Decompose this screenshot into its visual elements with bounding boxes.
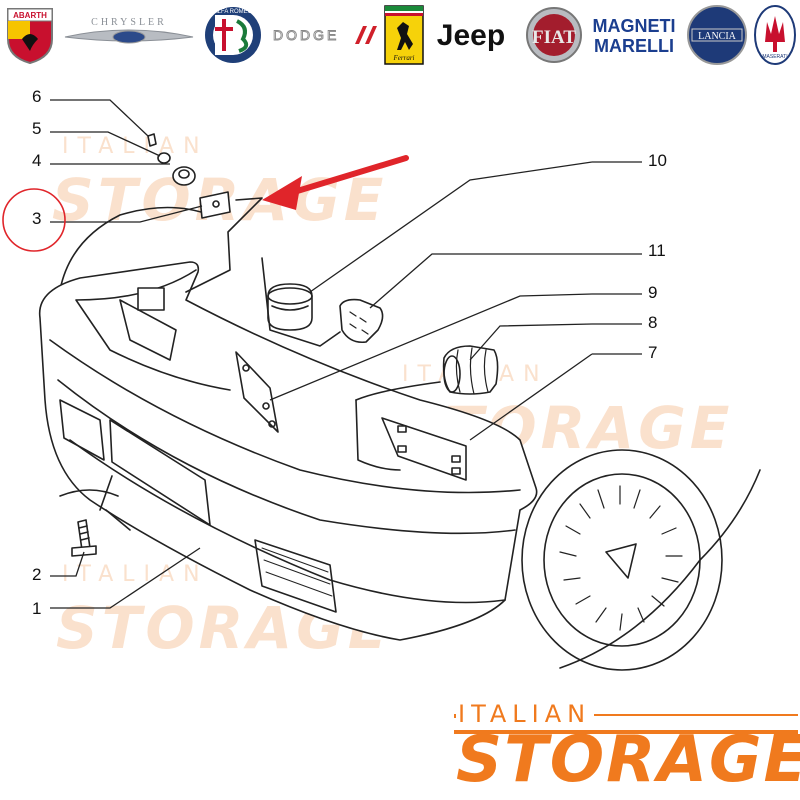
callout-2: 2 (32, 565, 42, 584)
callout-10: 10 (648, 151, 667, 170)
callout-7: 7 (648, 343, 658, 362)
part-10-rubber-buffer (267, 283, 313, 331)
fender-outline (559, 469, 761, 669)
alfa-romeo-text: ALFA ROMEO (214, 9, 253, 15)
wheel-rim (543, 473, 701, 647)
leader-2 (50, 551, 85, 577)
jeep-logo: Jeep (428, 4, 514, 66)
ferrari-text: Ferrari (393, 54, 415, 62)
lancia-text: LANCIA (698, 31, 737, 42)
leader-1 (50, 547, 201, 609)
leader-6 (50, 99, 149, 137)
leader-3 (50, 205, 203, 223)
leader-11 (369, 253, 642, 309)
alfa-romeo-logo: ALFA ROMEO (202, 4, 264, 66)
part-7-plate (381, 417, 467, 481)
bumper-top-crease (49, 339, 521, 494)
leader-9 (269, 293, 642, 401)
brand-logo-bar: ABARTH CHRYSLER ALFA ROMEO DODGE (0, 0, 800, 72)
part-3-bracket-line (185, 197, 263, 293)
red-arrow-head (262, 176, 302, 210)
callout-6: 6 (32, 87, 42, 106)
bumper-lower-crease (69, 439, 506, 604)
bumper-parts-diagram (2, 99, 761, 671)
maserati-logo: MASERATI (752, 4, 798, 66)
chrysler-text: CHRYSLER (91, 17, 167, 28)
callout-9: 9 (648, 283, 658, 302)
wheel-outer (521, 449, 723, 671)
magneti-marelli-logo: MAGNETI MARELLI (588, 4, 680, 66)
callout-4: 4 (32, 151, 42, 170)
part-9-bracket (235, 351, 279, 433)
leader-8 (469, 323, 642, 361)
red-arrow-shaft (291, 155, 409, 195)
part-2-screw (77, 519, 91, 551)
logo-rule-right (594, 714, 798, 716)
right-lower-opening (254, 539, 337, 613)
hood-outline (59, 206, 211, 291)
wheel-hub (605, 543, 637, 579)
watermark-small-top: ITALIAN (62, 134, 209, 159)
callout-3: 3 (32, 209, 42, 228)
chrysler-logo: CHRYSLER (62, 4, 196, 66)
maserati-text: MASERATI (762, 54, 787, 60)
part-6-screw (147, 133, 157, 147)
svg-text:MARELLI: MARELLI (594, 36, 674, 56)
abarth-logo: ABARTH (0, 4, 60, 66)
mount-bracket-outline (261, 257, 341, 347)
jeep-text: Jeep (437, 19, 505, 52)
abarth-text: ABARTH (13, 11, 47, 20)
part-4-nut (172, 166, 196, 186)
leader-7 (469, 353, 642, 441)
leader-10 (309, 161, 642, 293)
logo-rule-small (454, 714, 456, 718)
fiat-logo: FIAT (524, 4, 584, 66)
callout-8: 8 (648, 313, 658, 332)
dodge-text: DODGE (273, 27, 339, 43)
logo-storage-text: STORAGE (456, 723, 800, 797)
callout-1: 1 (32, 599, 42, 618)
side-mount-outline (355, 399, 401, 471)
bumper-middle-crease (57, 379, 516, 535)
ferrari-logo: Ferrari (382, 4, 426, 66)
part-11-grommet (339, 298, 384, 344)
fiat-text: FIAT (532, 27, 576, 48)
callout-3-highlight-circle (2, 188, 66, 252)
leader-5 (50, 131, 161, 157)
ground-mark-left (59, 475, 131, 531)
left-lower-opening (59, 399, 105, 461)
part-3-clip-hole (212, 200, 220, 208)
part-5-washer (157, 152, 171, 164)
logo-italian-text: ITALIAN (458, 700, 592, 728)
dodge-logo: DODGE (270, 4, 378, 66)
callout-11: 11 (648, 241, 666, 260)
watermark-small-bottom: ITALIAN (62, 562, 209, 587)
part-4-nut-hole (178, 169, 190, 179)
lancia-logo: LANCIA (684, 4, 750, 66)
bumper-bracket-left (119, 299, 177, 361)
callout-5: 5 (32, 119, 42, 138)
license-plate-area (109, 419, 211, 526)
logo-rule-main (454, 730, 798, 734)
part-3-clip (199, 191, 231, 219)
magneti-marelli-text: MAGNETI (593, 16, 676, 36)
bumper-clip-housing (137, 287, 165, 311)
